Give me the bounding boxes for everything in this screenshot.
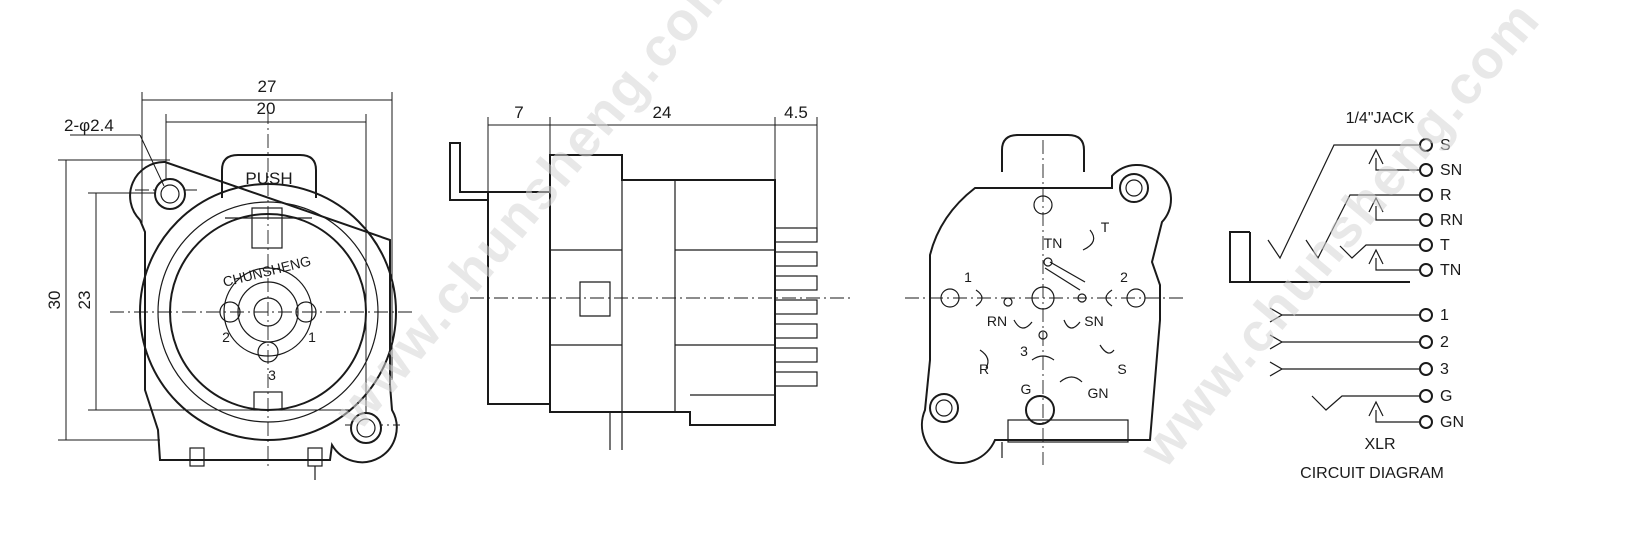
jack-terminals: S SN R RN T TN <box>1419 137 1463 279</box>
jack-terminal-4: T <box>1440 237 1450 254</box>
dim-side-body: 24 <box>653 103 672 122</box>
terminal-s <box>1419 138 1433 152</box>
watermark-right: www.chunsheng.com <box>1128 0 1552 478</box>
side-pins <box>774 227 818 387</box>
rear-g-label: G <box>1021 381 1032 397</box>
rear-gn-label: GN <box>1088 385 1109 401</box>
dim-overall-height: 30 <box>45 291 64 310</box>
rear-tn-label: TN <box>1044 235 1063 251</box>
dim-hole-vertical: 23 <box>75 291 94 310</box>
terminal-rn <box>1419 213 1433 227</box>
rear-sn-label: SN <box>1084 313 1103 329</box>
rear-2-label: 2 <box>1120 269 1128 285</box>
jack-terminal-1: SN <box>1440 162 1462 179</box>
rear-s-label: S <box>1117 361 1126 377</box>
terminal-r <box>1419 188 1433 202</box>
front-pin-1: 1 <box>308 329 316 345</box>
circuit-title: CIRCUIT DIAGRAM <box>1300 465 1444 482</box>
rear-3-label: 3 <box>1020 343 1028 359</box>
dim-side-front: 7 <box>514 103 523 122</box>
rear-t-label: T <box>1101 219 1110 235</box>
xlr-terminal-2: 3 <box>1440 361 1449 378</box>
push-label: PUSH <box>245 169 292 188</box>
side-view: 7 24 4.5 <box>449 103 850 450</box>
terminal-2 <box>1419 335 1433 349</box>
jack-terminal-0: S <box>1440 137 1451 154</box>
dim-side-pins: 4.5 <box>784 103 808 122</box>
terminal-3 <box>1419 362 1433 376</box>
rear-1-label: 1 <box>964 269 972 285</box>
brand-label: CHUNSHENG <box>221 252 312 289</box>
jack-terminal-5: TN <box>1440 262 1461 279</box>
circuit-diagram: 1/4"JACK S SN R RN T TN <box>1229 110 1464 482</box>
xlr-terminal-0: 1 <box>1440 307 1449 324</box>
xlr-terminal-4: GN <box>1440 414 1464 431</box>
dim-hole-spacing: 20 <box>257 99 276 118</box>
jack-terminal-2: R <box>1440 187 1452 204</box>
terminal-gn <box>1419 415 1433 429</box>
xlr-label: XLR <box>1364 436 1395 453</box>
terminal-g <box>1419 389 1433 403</box>
watermark-left: www.chunsheng.com <box>323 0 747 440</box>
rear-view: TN T 1 2 RN SN 3 R S G GN <box>905 134 1185 465</box>
xlr-terminal-3: G <box>1440 388 1452 405</box>
terminal-t <box>1419 238 1433 252</box>
jack-title: 1/4"JACK <box>1346 110 1415 127</box>
front-pin-3: 3 <box>268 367 276 383</box>
terminal-1 <box>1419 308 1433 322</box>
rear-rn-label: RN <box>987 313 1007 329</box>
xlr-terminals: 1 2 3 G GN <box>1419 307 1464 431</box>
rear-r-label: R <box>979 361 989 377</box>
terminal-sn <box>1419 163 1433 177</box>
xlr-terminal-1: 2 <box>1440 334 1449 351</box>
jack-terminal-3: RN <box>1440 212 1463 229</box>
dim-overall-width: 27 <box>258 77 277 96</box>
dim-holes: 2-φ2.4 <box>64 116 114 135</box>
front-pin-2: 2 <box>222 329 230 345</box>
terminal-tn <box>1419 263 1433 277</box>
